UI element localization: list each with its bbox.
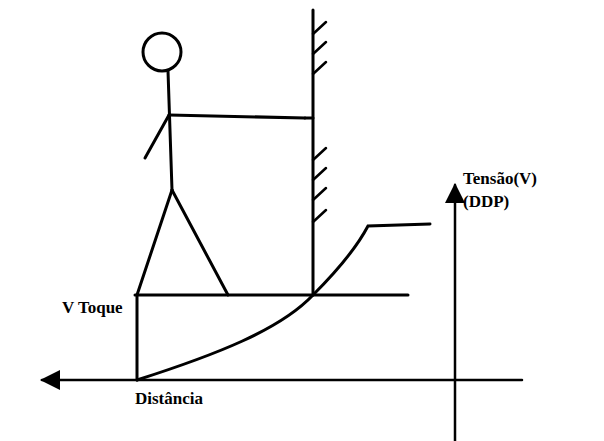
ground-line [135,294,408,297]
label-holder: V Toque [62,297,123,320]
person-body [168,71,172,190]
axis-label: Distância [135,388,203,411]
person-head [143,33,181,71]
label-holder: Distância [135,388,203,411]
person-arm [169,115,305,118]
axis-label: Tensão(V) (DDP) [463,168,551,214]
voltage-label: V Toque [62,297,123,320]
person-leg [172,190,228,295]
person-arm [145,115,169,158]
label-holder: Tensão(V) (DDP) [463,168,551,214]
potential-curve [137,224,430,380]
hatch-marks [313,22,326,222]
distance-axis [42,379,522,382]
person-leg [137,190,172,295]
voltage-axis [454,185,457,441]
touch-voltage-line [136,295,139,380]
